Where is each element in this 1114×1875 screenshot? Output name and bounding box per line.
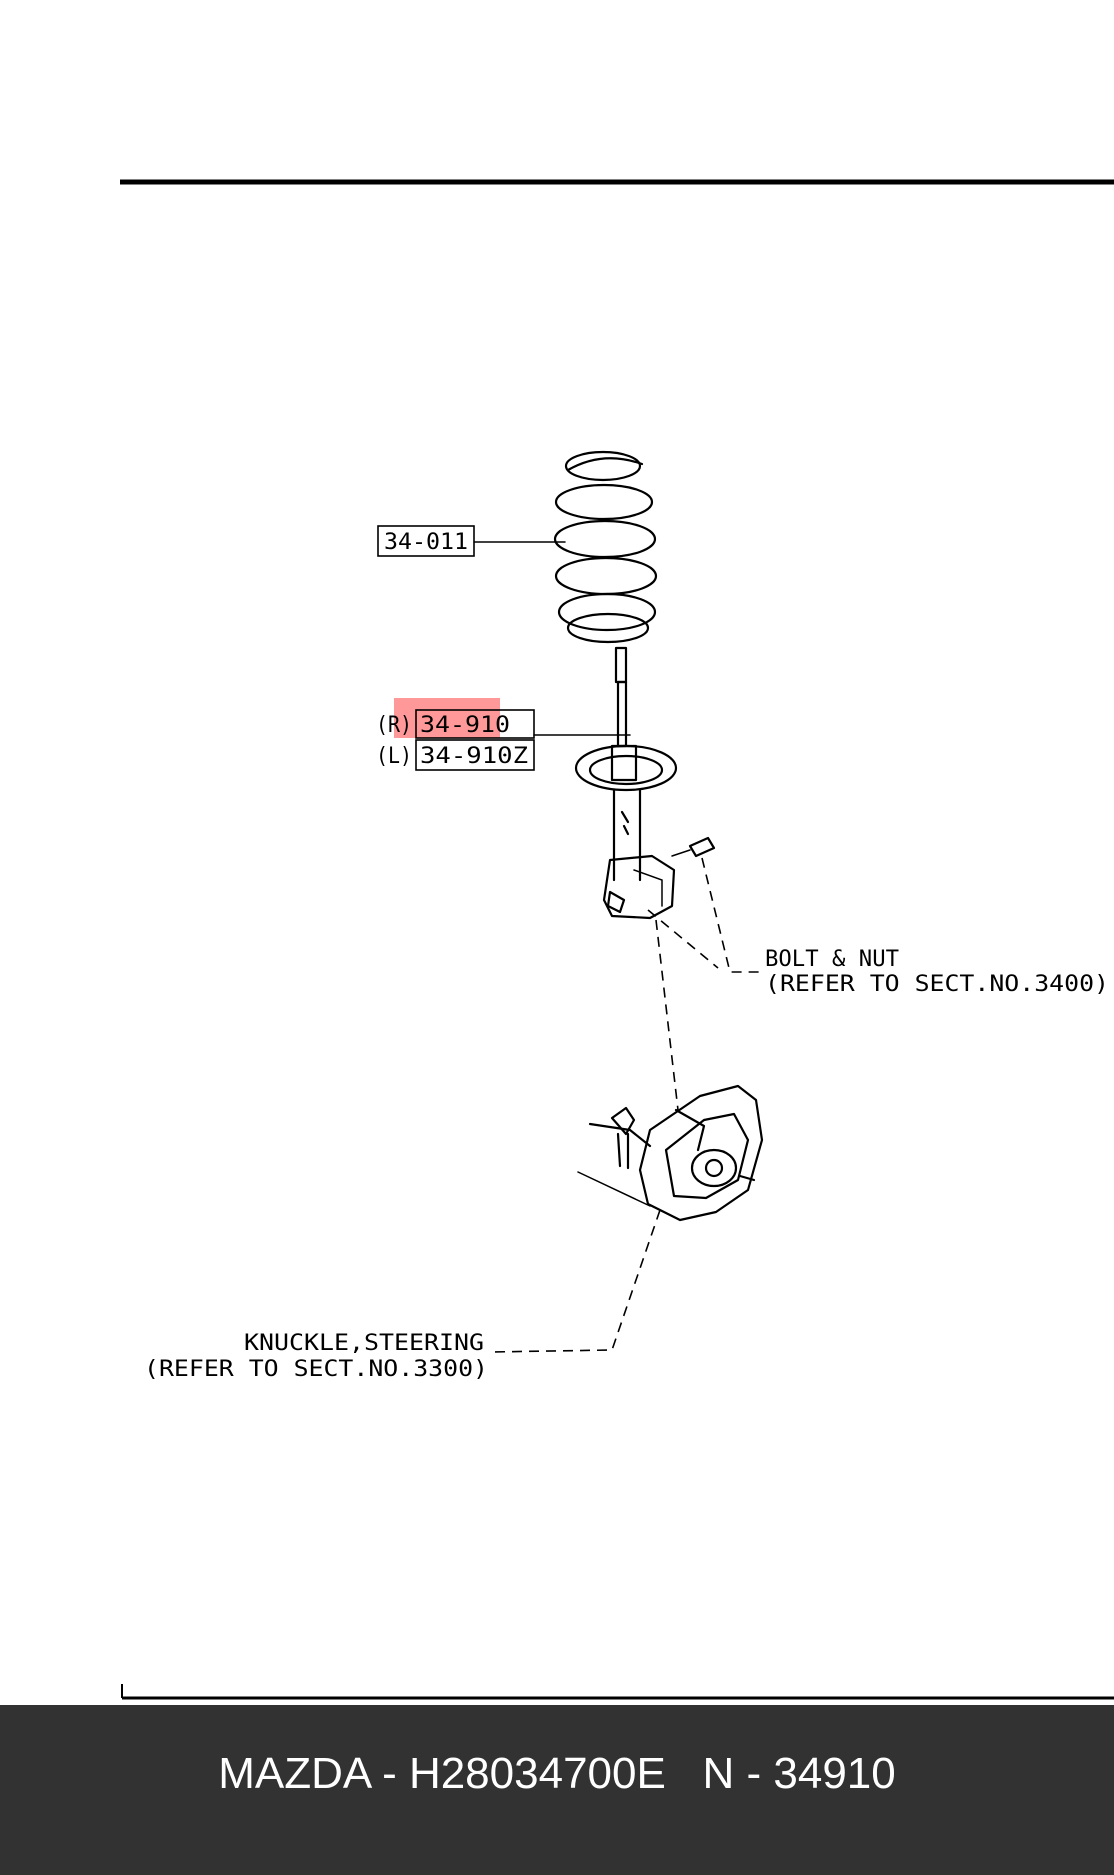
bolt-nut-leader-2 [647,909,719,969]
bolt-nut-label: BOLT & NUT [765,947,899,972]
knuckle-note: KNUCKLE,STEERING (REFER TO SECT.NO.3300) [144,1331,488,1382]
strut-left-side: (L) [376,744,412,769]
strut-assembly [574,646,716,920]
strut-to-knuckle-line [655,919,679,1111]
part-caption: MAZDA - H28034700E N - 34910 [218,1749,896,1798]
bolt-nut-leader [701,857,762,973]
knuckle-label: KNUCKLE,STEERING [244,1331,484,1356]
strut-left-part-number: 34-910Z [420,744,528,769]
strut-part-highlight [394,698,500,738]
caption-bar: MAZDA - H28034700E N - 34910 [0,1705,1114,1875]
knuckle-reference: (REFER TO SECT.NO.3300) [144,1357,488,1382]
bolt-nut-reference: (REFER TO SECT.NO.3400) [765,972,1109,997]
strut-right-side: (R) [376,713,412,738]
strut-right-part-number: 34-910 [420,713,510,738]
steering-knuckle [577,1084,764,1222]
bolt-nut-note: BOLT & NUT (REFER TO SECT.NO.3400) [765,947,1109,997]
strut-callout: (R) 34-910 (L) 34-910Z [376,698,535,771]
parts-diagram: 34-011 (R) 34-910 (L) 34-910Z BOLT & NUT… [120,179,1114,1700]
knuckle-leader [489,1209,661,1353]
spring-part-number: 34-011 [384,530,468,555]
coil-spring [553,450,658,644]
spring-callout: 34-011 [377,525,475,557]
